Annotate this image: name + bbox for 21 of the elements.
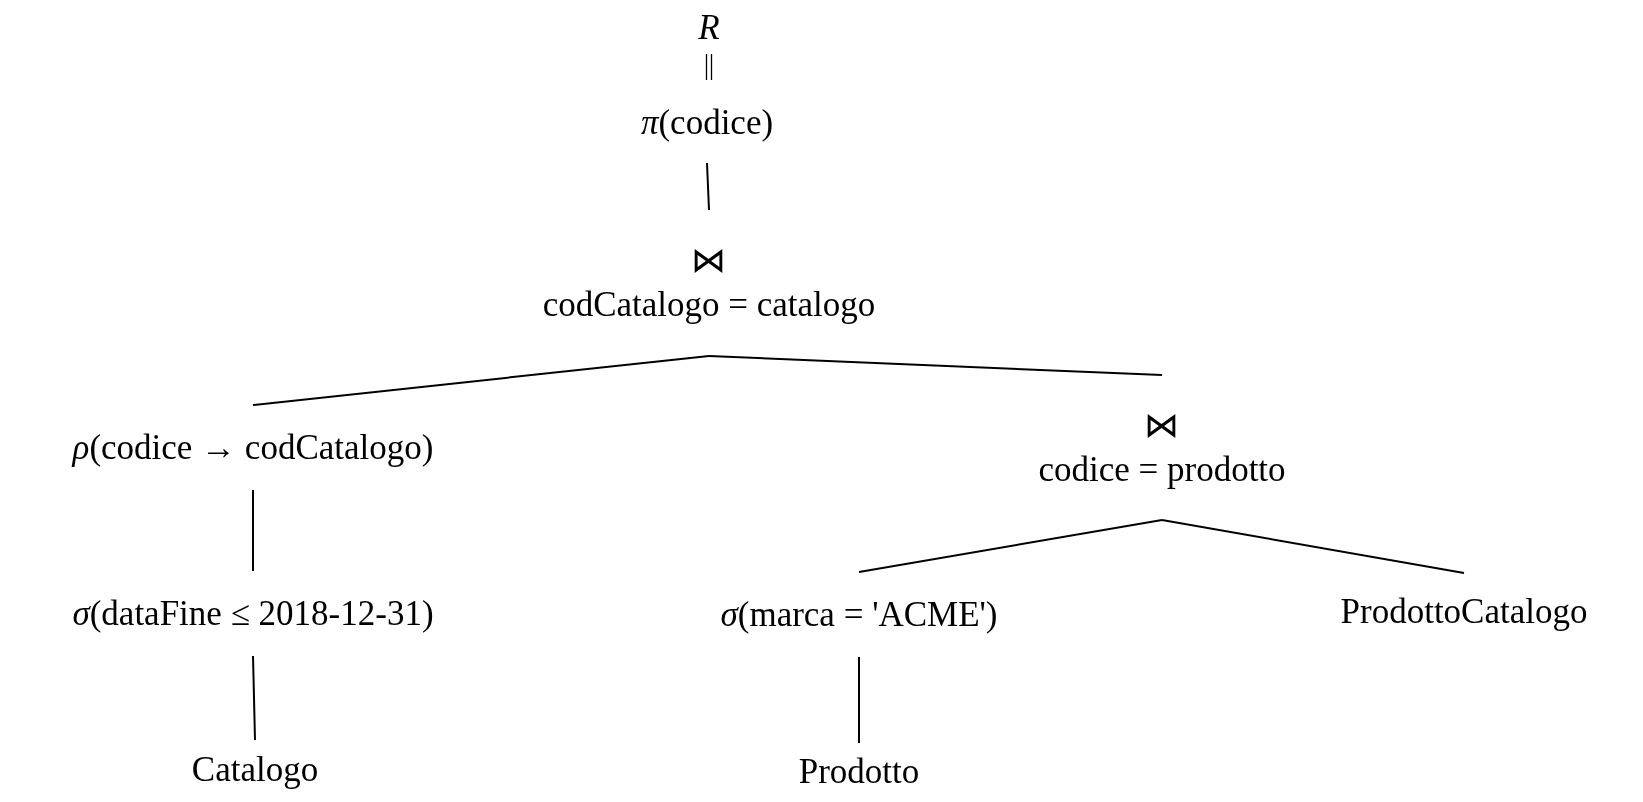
operator-label: ρ(codice → codCatalogo) [72, 426, 434, 469]
tree-edge [1161, 519, 1465, 574]
tree-edge [252, 489, 254, 572]
operator-label: ProdottoCatalogo [1340, 590, 1588, 633]
equals-connector [705, 53, 713, 81]
operator-label: Prodotto [798, 750, 920, 793]
operator-label: codice = prodotto [1038, 448, 1286, 491]
join-symbol: ⋈ [691, 240, 727, 282]
operator-label: Catalogo [191, 749, 319, 791]
tree-edge [706, 162, 710, 211]
operator-label: R [698, 7, 720, 49]
tree-edge [708, 355, 1163, 376]
operator-label: π(codice) [640, 101, 774, 144]
tree-edge [858, 519, 1163, 573]
tree-edge [252, 655, 256, 741]
tree-edge [858, 656, 860, 744]
operator-label: σ(dataFine ≤ 2018-12-31) [72, 592, 434, 635]
join-symbol: ⋈ [1144, 404, 1180, 447]
tree-edge [252, 355, 710, 406]
operator-label: σ(marca = 'ACME') [720, 593, 998, 636]
operator-label: codCatalogo = catalogo [542, 284, 876, 326]
